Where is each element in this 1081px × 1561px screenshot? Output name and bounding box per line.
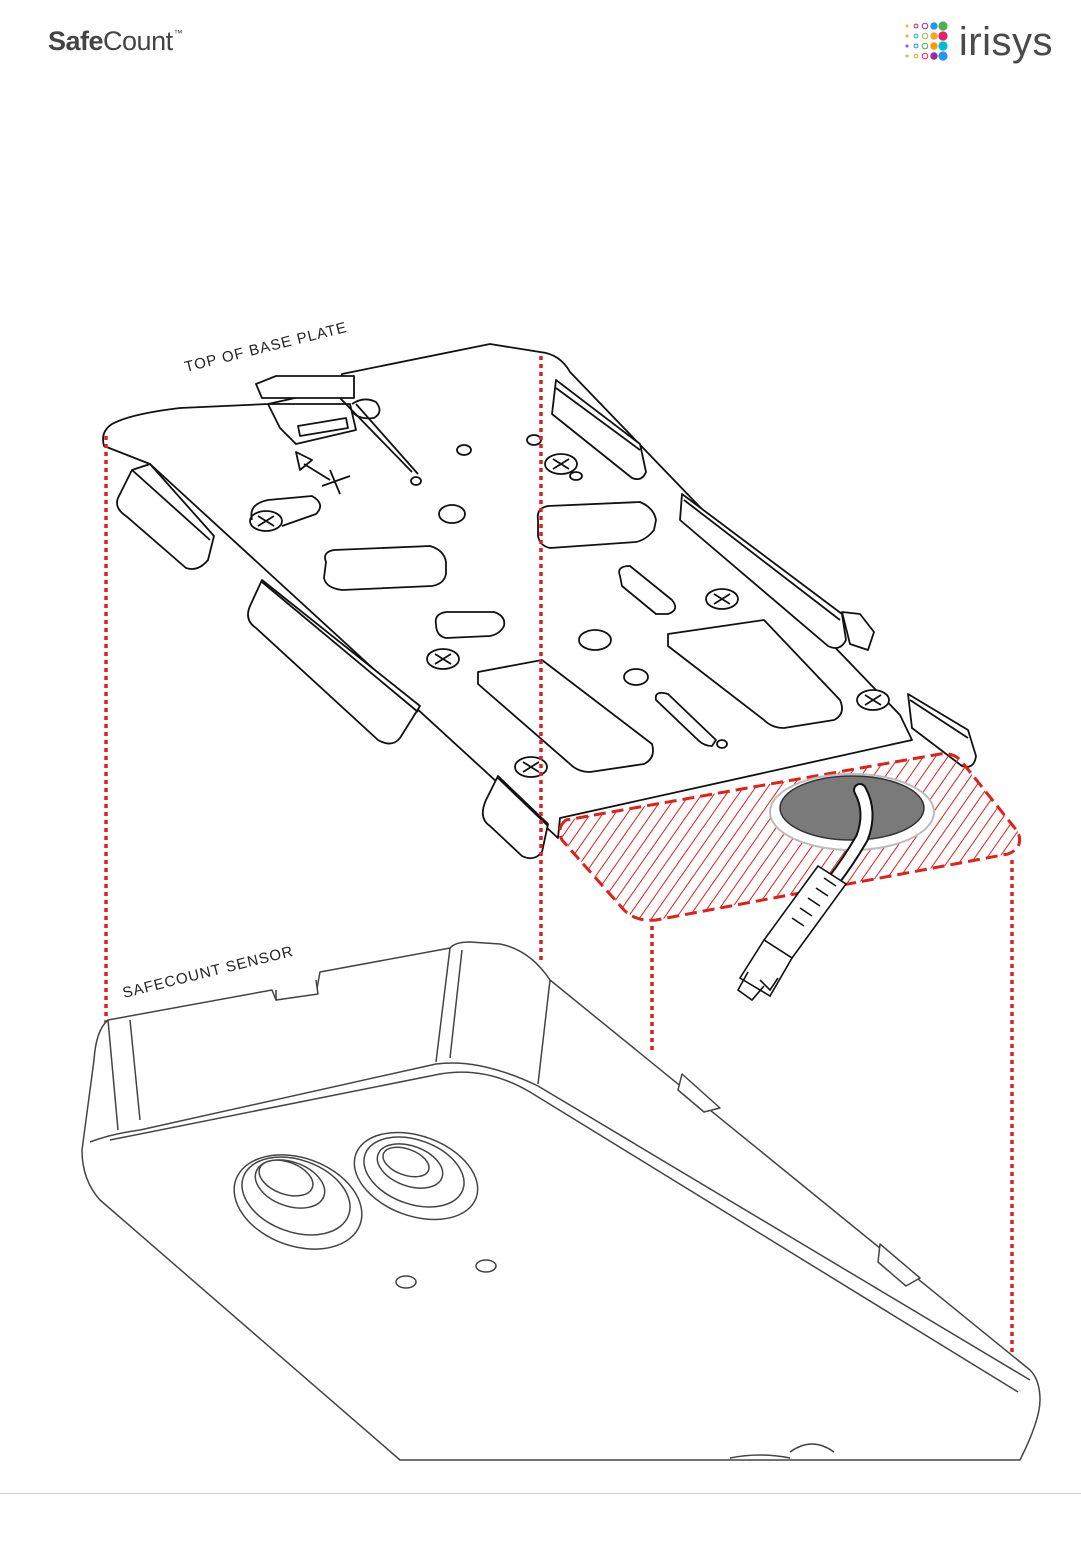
safecount-sensor — [82, 942, 1040, 1460]
screw-icon — [427, 649, 459, 669]
screw-icon — [545, 454, 577, 474]
screw-icon — [706, 589, 738, 609]
footer-divider — [0, 1493, 1081, 1494]
gasket-hole — [780, 776, 924, 840]
screw-icon — [250, 511, 282, 531]
label-top-of-base-plate: TOP OF BASE PLATE — [183, 319, 349, 376]
screw-icon — [857, 690, 889, 710]
